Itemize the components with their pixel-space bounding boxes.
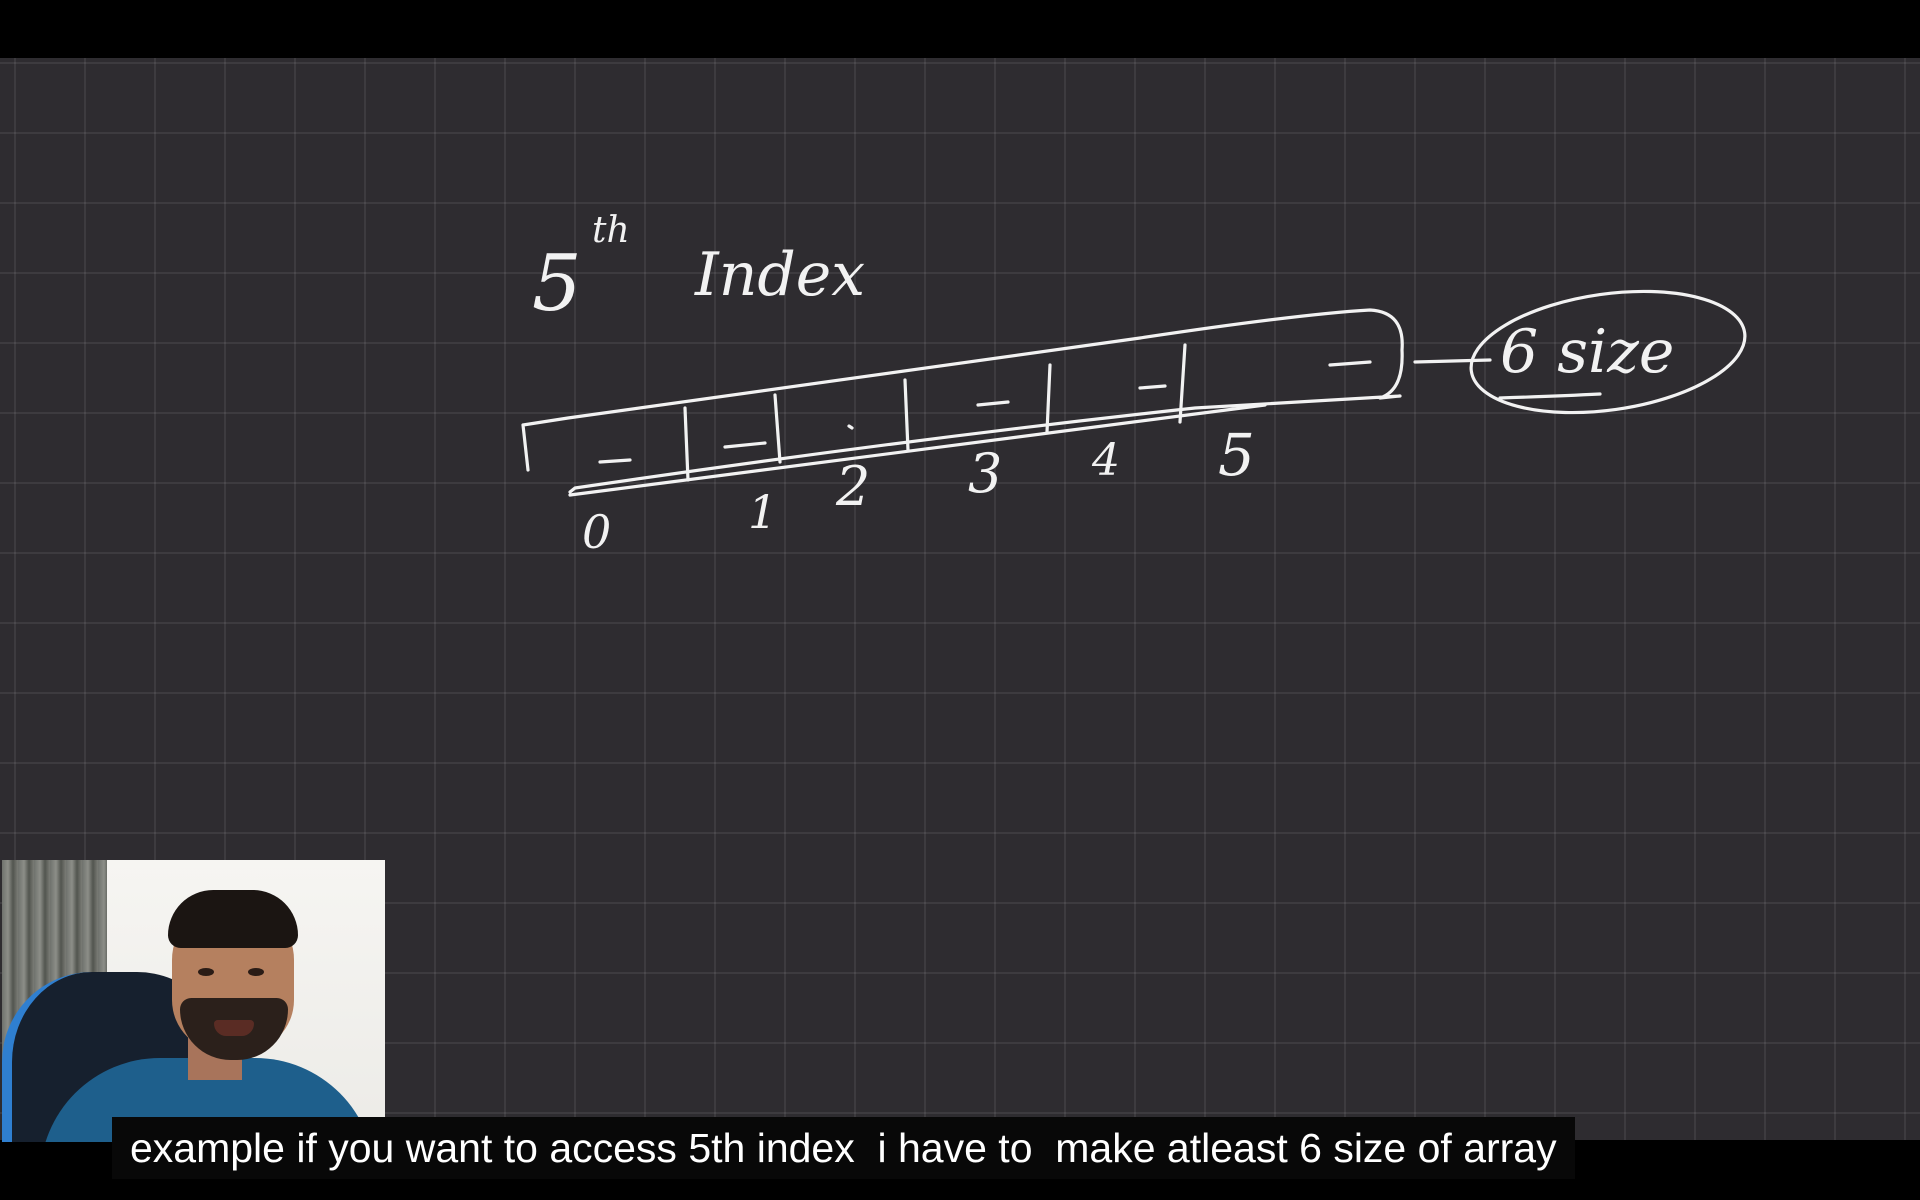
heading-word: Index [694,240,865,310]
index-label-5: 5 [1218,421,1255,489]
subtitle-caption: example if you want to access 5th index … [112,1117,1575,1179]
index-label-4: 4 [1091,435,1120,486]
presenter-hair [168,890,298,948]
cell-value-dash-1 [723,441,767,449]
index-label-0: 0 [582,505,611,559]
index-label-2: 2 [835,455,870,518]
heading-number: 5 [532,239,582,329]
index-label-1: 1 [748,485,777,539]
cell-divider-4 [1045,363,1052,434]
letterbox-top [0,0,1920,58]
presenter-mouth [214,1020,254,1036]
cell-divider-1 [683,406,690,482]
cell-divider-2 [773,393,782,464]
cell-divider-5 [1178,343,1187,424]
connector-line [1413,358,1492,364]
cell-value-dash-3 [976,400,1010,407]
cell-value-dot-2 [847,424,854,430]
presenter-eye-left [198,968,214,976]
presenter-eye-right [248,968,264,976]
index-label-3: 3 [968,442,1002,505]
cell-divider-3 [903,378,910,452]
cell-value-dash-4 [1138,384,1167,390]
whiteboard-canvas [0,58,1920,1140]
size-note: 6 size [1500,317,1674,387]
cell-value-dash-0 [598,458,632,464]
array-bottom-line [568,403,1267,497]
heading-superscript: th [592,210,630,251]
size-circle [1469,289,1747,415]
size-underline [1498,392,1602,400]
webcam-overlay [2,860,385,1142]
array-outline [521,308,1404,494]
cell-value-dash-5 [1328,360,1372,367]
